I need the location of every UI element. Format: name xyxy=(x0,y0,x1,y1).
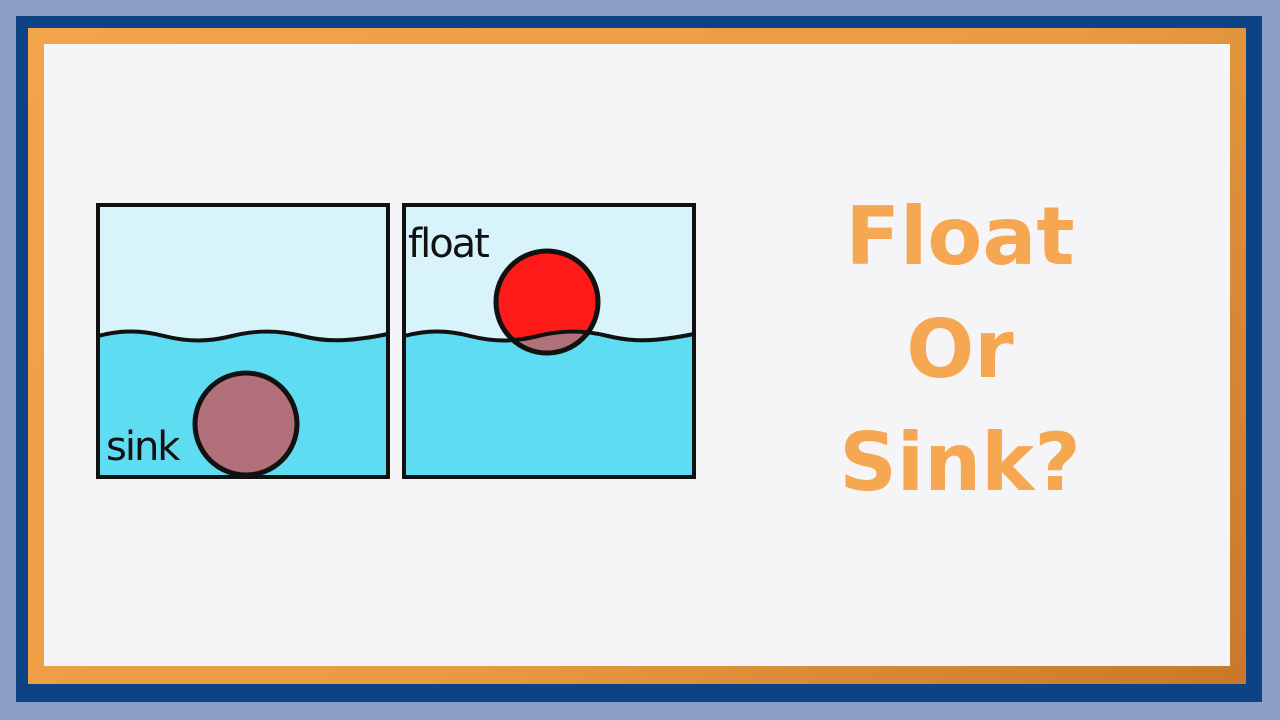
slide-title: Float Or Sink? xyxy=(820,180,1100,519)
sink-illustration xyxy=(96,203,390,479)
title-line-1: Float xyxy=(845,190,1075,283)
sink-panel: sink xyxy=(96,203,390,479)
water-area xyxy=(404,331,694,477)
water-line xyxy=(96,329,390,343)
sinking-ball-icon xyxy=(192,370,300,478)
title-line-3: Sink? xyxy=(839,416,1081,509)
floating-ball-icon xyxy=(496,251,598,353)
float-panel: float xyxy=(402,203,696,479)
panel-border xyxy=(402,203,696,479)
panel-border xyxy=(96,203,390,479)
water-line xyxy=(402,329,696,343)
title-line-2: Or xyxy=(906,303,1014,396)
ball-outline xyxy=(493,248,601,356)
float-illustration xyxy=(402,203,696,479)
float-label: float xyxy=(408,221,490,267)
sink-label: sink xyxy=(106,424,180,470)
